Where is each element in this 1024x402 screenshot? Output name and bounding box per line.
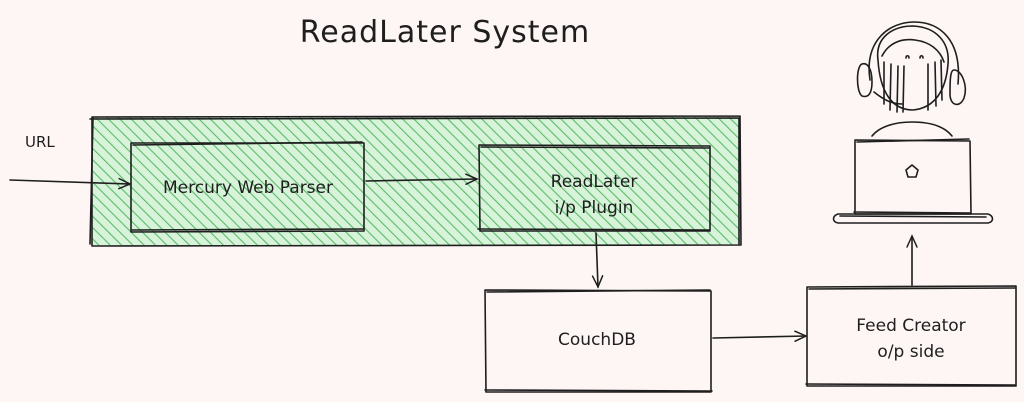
couchdb-to-feed-arrow <box>712 330 808 342</box>
feed-creator-label-line2: o/p side <box>877 342 944 362</box>
diagram-title: ReadLater System <box>300 15 590 50</box>
couchdb-node: CouchDB <box>484 289 713 393</box>
parser-to-plugin-arrow <box>365 173 479 185</box>
readlater-plugin-label-line2: i/p Plugin <box>555 198 634 218</box>
plugin-to-couchdb-arrow <box>591 232 604 289</box>
mercury-web-parser-label: Mercury Web Parser <box>163 178 333 198</box>
readlater-input-plugin-node: ReadLater i/p Plugin <box>477 144 711 232</box>
person-at-laptop-icon <box>832 21 994 224</box>
readlater-plugin-label-line1: ReadLater <box>551 172 638 192</box>
url-arrow <box>9 177 132 190</box>
couchdb-label: CouchDB <box>558 330 636 350</box>
url-label: URL <box>25 133 55 151</box>
feed-creator-node: Feed Creator o/p side <box>805 285 1017 387</box>
feed-creator-label-line1: Feed Creator <box>856 316 965 336</box>
mercury-web-parser-node: Mercury Web Parser <box>130 141 365 233</box>
